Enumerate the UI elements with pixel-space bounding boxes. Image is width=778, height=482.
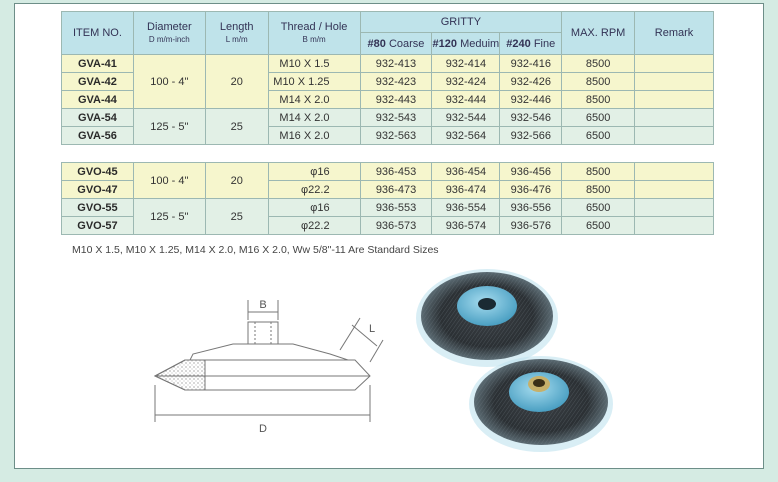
col-remark: Remark bbox=[634, 11, 714, 55]
standard-sizes-note: M10 X 1.5, M10 X 1.25, M14 X 2.0, M16 X … bbox=[72, 244, 439, 256]
col-grit-240: #240 Fine bbox=[499, 32, 563, 55]
col-grit-80: #80 Coarse bbox=[359, 32, 433, 55]
table-row: GVO-45 100 - 4" 20 φ16 936-453 936-454 9… bbox=[61, 162, 714, 199]
length-cell: 25 bbox=[204, 108, 269, 145]
table-row: GVA-44 M14 X 2.0 932-443 932-444 932-446… bbox=[61, 90, 714, 109]
wheel-top bbox=[416, 269, 558, 367]
wire-wheels-photo bbox=[416, 269, 613, 452]
length-cell: 25 bbox=[204, 198, 269, 235]
table-row: GVO-55 125 - 5" 25 φ16 936-553 936-554 9… bbox=[61, 198, 714, 235]
col-item-no: ITEM NO. bbox=[61, 11, 134, 55]
table-row: GVO-47 φ22.2 936-473 936-474 936-476 850… bbox=[61, 180, 714, 199]
diameter-cell: 100 - 4" bbox=[132, 54, 206, 109]
col-max-rpm: MAX. RPM bbox=[561, 11, 636, 55]
dim-b-label: B bbox=[259, 299, 266, 311]
length-cell: 20 bbox=[204, 54, 269, 109]
dim-d-label: D bbox=[259, 423, 267, 435]
diameter-cell: 125 - 5" bbox=[132, 198, 206, 235]
table-row: GVA-42 M10 X 1.25 932-423 932-424 932-42… bbox=[61, 72, 714, 91]
wheel-technical-drawing: B L D bbox=[153, 299, 384, 435]
diameter-cell: 100 - 4" bbox=[132, 162, 206, 199]
col-grit-120: #120 Meduim bbox=[431, 32, 501, 55]
col-gritty: GRITTY bbox=[359, 11, 563, 33]
table-row: GVO-57 φ22.2 936-573 936-574 936-576 650… bbox=[61, 216, 714, 235]
table-row: GVA-54 125 - 5" 25 M14 X 2.0 932-543 932… bbox=[61, 108, 714, 145]
table-row: GVA-56 M16 X 2.0 932-563 932-564 932-566… bbox=[61, 126, 714, 145]
diameter-cell: 125 - 5" bbox=[132, 108, 206, 145]
wheel-bottom bbox=[469, 356, 613, 452]
dim-l-label: L bbox=[369, 323, 375, 335]
table-row: GVA-41 100 - 4" 20 M10 X 1.5 932-413 932… bbox=[61, 54, 714, 109]
gvo-spec-table: GVO-45 100 - 4" 20 φ16 936-453 936-454 9… bbox=[61, 162, 714, 235]
length-cell: 20 bbox=[204, 162, 269, 199]
